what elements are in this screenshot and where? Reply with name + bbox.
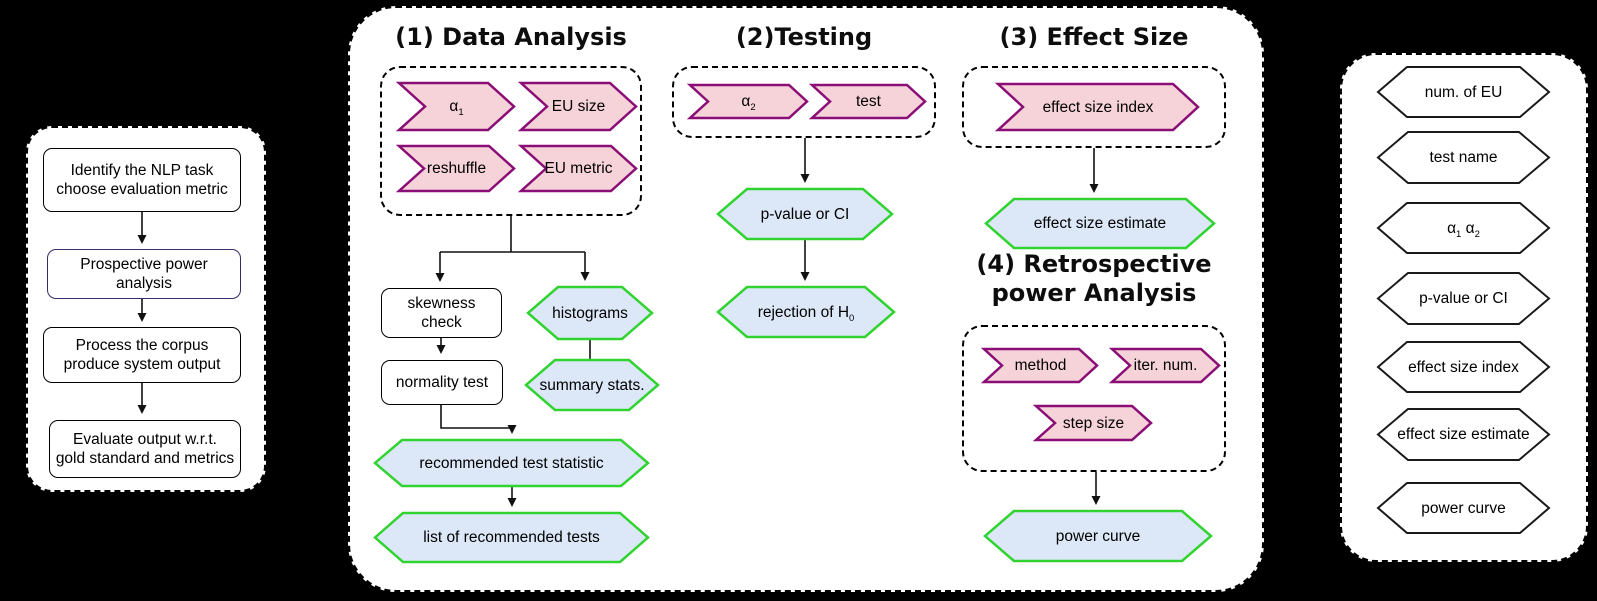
alpha2-input-label: α2 xyxy=(741,92,756,114)
reshuffle-input: reshuffle xyxy=(395,144,516,193)
list-of-recommended-tests-output: list of recommended tests xyxy=(373,511,650,564)
prospective-power-box-label: analysis xyxy=(116,275,172,292)
summary-stats-output: summary stats. xyxy=(524,358,660,412)
effect-size-estimate-output-label: effect size estimate xyxy=(1033,215,1167,232)
legend-alpha1-alpha2-label-part: α xyxy=(1447,219,1457,237)
legend-test-name-label: test name xyxy=(1429,149,1498,166)
legend-effect-size-index: effect size index xyxy=(1376,341,1551,393)
evaluate-output-box: Evaluate output w.r.t. gold standard and … xyxy=(49,420,241,478)
alpha1-input-label-part: α xyxy=(449,98,459,115)
power-curve-output-label: power curve xyxy=(1055,527,1141,545)
rejection-of-h0-output-label: rejection of H0 xyxy=(757,303,855,324)
evaluate-output-box-label: gold standard and metrics xyxy=(55,450,235,467)
method-input: method xyxy=(980,347,1099,384)
effect-size-inputs-group xyxy=(962,66,1226,148)
power-curve-output: power curve xyxy=(983,509,1213,563)
alpha2-input-label-part: 2 xyxy=(750,102,756,114)
step-size-input-label: step size xyxy=(1062,414,1125,432)
section-2-title-label: (2)Testing xyxy=(735,22,873,51)
eu-metric-input: EU metric xyxy=(517,144,638,193)
normality-test-box: normality test xyxy=(381,360,503,405)
effect-size-estimate-output: effect size estimate xyxy=(984,197,1216,250)
legend-effect-size-estimate: effect size estimate xyxy=(1376,408,1551,461)
recommended-test-statistic-output: recommended test statistic xyxy=(373,438,650,488)
legend-effect-size-estimate-label: effect size estimate xyxy=(1397,426,1530,443)
identify-task-box: Identify the NLP task choose evaluation m… xyxy=(43,148,241,212)
skewness-check-box-label: check xyxy=(421,314,462,331)
prospective-power-box: Prospective power analysis xyxy=(47,249,241,299)
normality-test-box-label: normality test xyxy=(395,374,489,391)
process-corpus-box-label: produce system output xyxy=(63,356,221,373)
legend-alpha1-alpha2-label-part: 1 xyxy=(1456,228,1462,240)
histograms-output-label: histograms xyxy=(552,304,628,322)
section-1-title: (1) Data Analysis xyxy=(380,20,642,54)
iter-num-input: iter. num. xyxy=(1108,347,1221,384)
recommended-test-statistic-output-label: recommended test statistic xyxy=(419,454,604,472)
identify-task-box-label: Identify the NLP task xyxy=(70,162,214,179)
legend-alpha1-alpha2-label: α1 α2 xyxy=(1447,219,1480,240)
process-corpus-box-label: Process the corpus xyxy=(75,337,209,354)
section-3-title: (3) Effect Size xyxy=(962,20,1226,54)
legend-p-value-or-ci: p-value or CI xyxy=(1376,272,1551,325)
skewness-check-box-label: skewness xyxy=(407,295,476,312)
rejection-of-h0-output-label-part: 0 xyxy=(849,312,855,324)
section-2-title: (2)Testing xyxy=(672,20,936,54)
alpha1-input: α1 xyxy=(395,81,516,132)
alpha1-input-label: α1 xyxy=(449,97,464,119)
legend-alpha1-alpha2: α1 α2 xyxy=(1376,202,1551,254)
legend-p-value-or-ci-label: p-value or CI xyxy=(1419,290,1508,307)
test-input-label: test xyxy=(856,93,881,110)
legend-num-of-eu-label: num. of EU xyxy=(1424,83,1503,101)
legend-test-name: test name xyxy=(1376,131,1551,184)
process-corpus-box: Process the corpus produce system output xyxy=(43,327,241,383)
alpha2-input: α2 xyxy=(686,83,809,120)
eu-metric-input-label: EU metric xyxy=(544,160,613,177)
data-analysis-inputs-group xyxy=(380,66,642,216)
iter-num-input-label: iter. num. xyxy=(1133,357,1198,374)
test-input: test xyxy=(808,83,927,120)
section-1-title-label: (1) Data Analysis xyxy=(395,22,627,51)
method-input-label: method xyxy=(1014,357,1067,374)
legend-effect-size-index-label: effect size index xyxy=(1408,358,1519,376)
legend-power-curve: power curve xyxy=(1376,482,1551,534)
reshuffle-input-label: reshuffle xyxy=(426,160,487,177)
effect-size-index-input-label: effect size index xyxy=(1042,98,1154,116)
section-4-title-label: (4) Retrospective xyxy=(976,250,1212,278)
identify-task-box-label: choose evaluation metric xyxy=(56,181,228,198)
p-value-or-ci-output: p-value or CI xyxy=(716,187,894,241)
legend-power-curve-label: power curve xyxy=(1421,499,1506,517)
testing-inputs-group xyxy=(672,66,936,138)
section-3-title-label: (3) Effect Size xyxy=(999,22,1189,51)
section-4-title-label: power Analysis xyxy=(991,279,1197,307)
list-of-recommended-tests-output-label: list of recommended tests xyxy=(423,529,600,546)
legend-num-of-eu: num. of EU xyxy=(1376,66,1551,118)
summary-stats-output-label: summary stats. xyxy=(539,376,645,394)
skewness-check-box: skewness check xyxy=(381,288,502,338)
effect-size-index-input: effect size index xyxy=(994,82,1200,132)
alpha2-input-label-part: α xyxy=(741,93,751,110)
evaluate-output-box-label: Evaluate output w.r.t. xyxy=(73,431,217,448)
eu-size-input: EU size xyxy=(517,81,638,132)
prospective-power-box-label: Prospective power xyxy=(80,256,208,273)
rejection-of-h0-output-label-part: rejection of H xyxy=(757,303,850,321)
step-size-input: step size xyxy=(1032,404,1153,442)
alpha1-input-label-part: 1 xyxy=(458,107,464,119)
eu-size-input-label: EU size xyxy=(551,98,606,115)
histograms-output: histograms xyxy=(526,285,654,341)
legend-alpha1-alpha2-label-part: α xyxy=(1461,219,1475,237)
retrospective-inputs-group xyxy=(962,325,1226,472)
legend-alpha1-alpha2-label-part: 2 xyxy=(1474,228,1480,240)
p-value-or-ci-output-label: p-value or CI xyxy=(760,205,850,223)
rejection-of-h0-output: rejection of H0 xyxy=(716,285,896,339)
